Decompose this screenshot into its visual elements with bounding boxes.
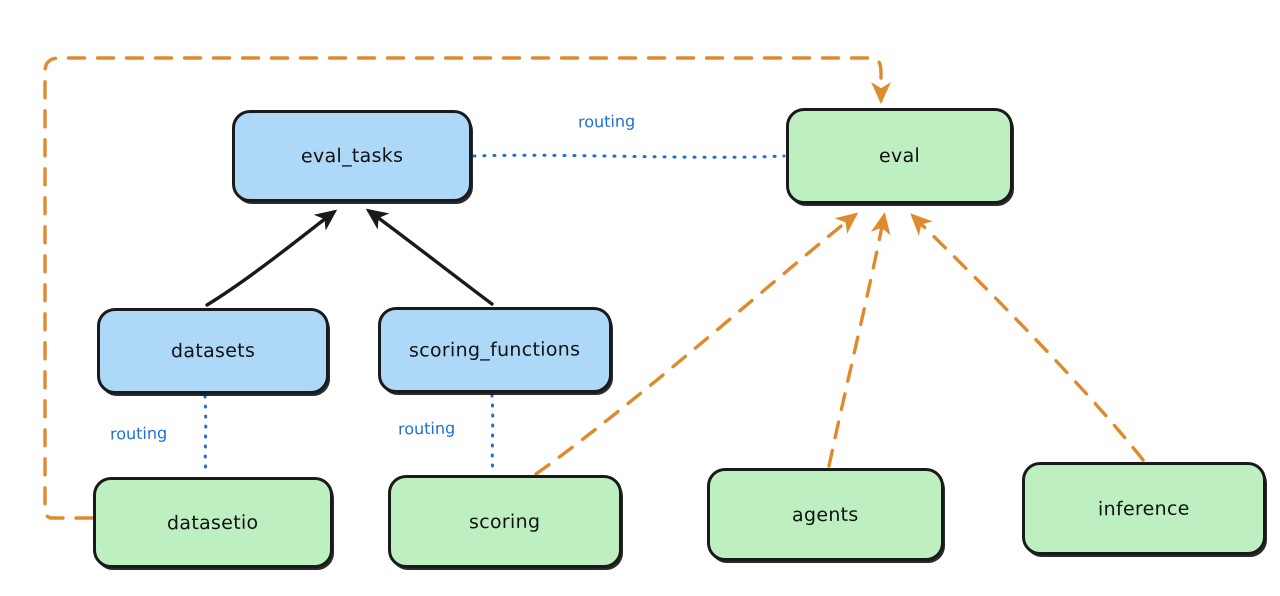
node-eval-tasks[interactable]: eval_tasks bbox=[232, 110, 472, 202]
node-label: datasetio bbox=[167, 511, 259, 534]
node-inference[interactable]: inference bbox=[1022, 462, 1266, 555]
node-datasets[interactable]: datasets bbox=[97, 308, 329, 394]
node-label: inference bbox=[1098, 497, 1190, 520]
node-label: eval_tasks bbox=[300, 144, 404, 168]
edge-datasets-to-datasetio bbox=[203, 394, 208, 477]
edge-eval-tasks-to-eval bbox=[472, 153, 786, 159]
node-label: scoring_functions bbox=[409, 338, 581, 362]
node-label: scoring bbox=[469, 510, 541, 533]
edge-label-routing-scoring: routing bbox=[397, 418, 456, 439]
edge-agents-to-eval bbox=[827, 212, 891, 468]
edge-label-routing-eval: routing bbox=[577, 111, 636, 132]
edge-scoring-functions-to-eval-tasks bbox=[365, 208, 494, 306]
node-scoring[interactable]: scoring bbox=[388, 475, 622, 568]
edge-datasets-to-eval-tasks bbox=[205, 209, 338, 307]
node-label: eval bbox=[878, 144, 921, 168]
edge-inference-to-eval bbox=[910, 213, 1145, 462]
node-eval[interactable]: eval bbox=[786, 108, 1013, 204]
node-agents[interactable]: agents bbox=[707, 468, 944, 561]
node-label: datasets bbox=[170, 339, 256, 363]
edge-label-routing-datasetio: routing bbox=[109, 423, 168, 444]
node-scoring-functions[interactable]: scoring_functions bbox=[378, 307, 612, 393]
edge-scoring-functions-to-scoring bbox=[490, 393, 495, 476]
node-label: agents bbox=[792, 503, 859, 526]
node-datasetio[interactable]: datasetio bbox=[93, 477, 333, 568]
